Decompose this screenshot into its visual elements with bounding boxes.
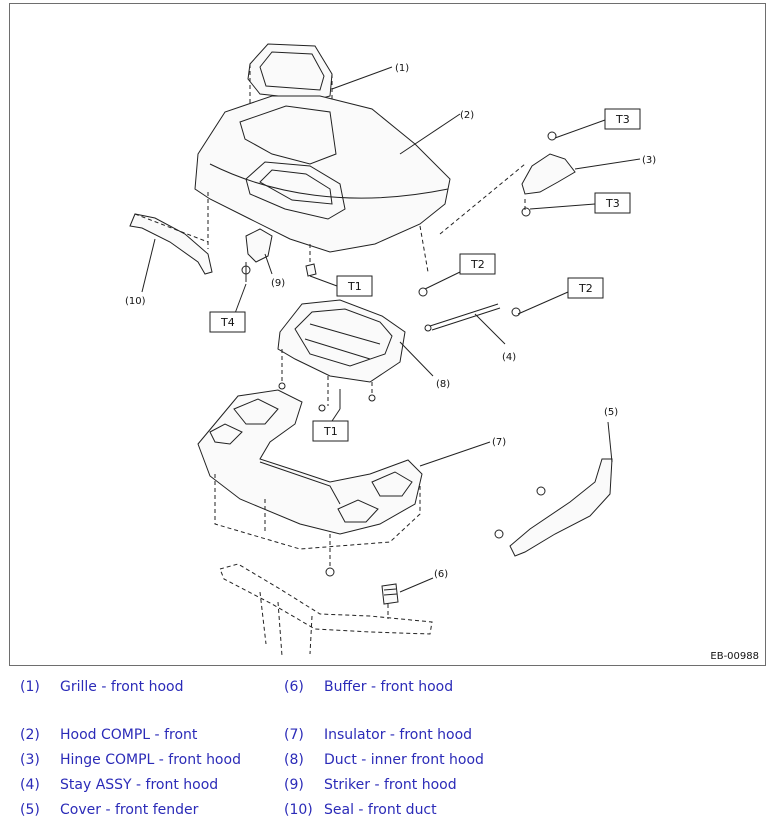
legend-item-5: (5) Cover - front fender: [20, 802, 198, 818]
torque-tag-t4: T4: [209, 311, 246, 333]
legend-num: (7): [284, 727, 304, 743]
legend-item-3: (3) Hinge COMPL - front hood: [20, 752, 241, 768]
legend-text: Cover - front fender: [60, 802, 199, 818]
torque-tag-t3-lower: T3: [594, 192, 631, 214]
legend-text: Seal - front duct: [324, 802, 437, 818]
exploded-diagram: (1) (2) (3) (4) (5) (6) (7) (8) (9) (10)…: [9, 3, 766, 666]
callout-5: (5): [604, 407, 618, 418]
svg-text:T2: T2: [578, 282, 593, 295]
torque-tag-t1-lower: T1: [312, 420, 349, 442]
seal-part: [129, 213, 213, 275]
legend-num: (6): [284, 679, 304, 695]
callout-7: (7): [492, 437, 506, 448]
legend-text: Hinge COMPL - front hood: [60, 752, 241, 768]
figure-code: EB-00988: [710, 651, 759, 662]
insulator-part: [197, 389, 423, 535]
legend-text: Grille - front hood: [60, 679, 184, 695]
legend-item-10: (10) Seal - front duct: [284, 802, 437, 818]
legend-text: Stay ASSY - front hood: [60, 777, 219, 793]
legend-num: (2): [20, 727, 40, 743]
legend-num: (3): [20, 752, 40, 768]
callout-2: (2): [460, 110, 474, 121]
legend-item-6: (6) Buffer - front hood: [284, 679, 453, 695]
legend-text: Buffer - front hood: [324, 679, 454, 695]
svg-text:T3: T3: [605, 197, 620, 210]
torque-tag-t3-upper: T3: [604, 108, 641, 130]
svg-text:T1: T1: [323, 425, 338, 438]
legend-item-8: (8) Duct - inner front hood: [284, 752, 484, 768]
callout-6: (6): [434, 569, 448, 580]
legend-item-7: (7) Insulator - front hood: [284, 727, 472, 743]
svg-text:T4: T4: [220, 316, 235, 329]
legend-num: (10): [284, 802, 313, 818]
svg-text:T3: T3: [615, 113, 630, 126]
svg-text:T2: T2: [470, 258, 485, 271]
duct-part: [277, 299, 406, 383]
legend-num: (9): [284, 777, 304, 793]
legend-num: (1): [20, 679, 40, 695]
torque-tag-t1-upper: T1: [336, 275, 373, 297]
cover-part: [494, 458, 613, 557]
torque-tag-t2-right: T2: [567, 277, 604, 299]
callout-1: (1): [395, 63, 409, 74]
striker-part: [241, 228, 273, 282]
legend-item-2: (2) Hood COMPL - front: [20, 727, 197, 743]
hinge-part: [521, 131, 576, 217]
legend-item-1: (1) Grille - front hood: [20, 679, 183, 695]
callout-4: (4): [502, 352, 516, 363]
diagram-drawing: (1) (2) (3) (4) (5) (6) (7) (8) (9) (10)…: [125, 43, 656, 657]
callout-8: (8): [436, 379, 450, 390]
legend-text: Striker - front hood: [324, 777, 457, 793]
stay-part: [418, 287, 521, 332]
callout-9: (9): [271, 278, 285, 289]
grille-part: [247, 43, 333, 101]
legend-item-9: (9) Striker - front hood: [284, 777, 457, 793]
parts-legend: (1) Grille - front hood (2) Hood COMPL - f…: [0, 672, 772, 828]
legend-num: (8): [284, 752, 304, 768]
callout-10: (10): [125, 296, 146, 307]
svg-text:T1: T1: [347, 280, 362, 293]
legend-num: (4): [20, 777, 40, 793]
legend-text: Insulator - front hood: [324, 727, 473, 743]
legend-text: Hood COMPL - front: [60, 727, 198, 743]
legend-text: Duct - inner front hood: [324, 752, 484, 768]
buffer-part: [381, 583, 399, 605]
callout-3: (3): [642, 155, 656, 166]
hood-part: [194, 95, 451, 253]
leader-lines: [141, 66, 641, 593]
frame-part: [219, 563, 433, 657]
torque-tag-t2-left: T2: [459, 253, 496, 275]
legend-item-4: (4) Stay ASSY - front hood: [20, 777, 218, 793]
legend-num: (5): [20, 802, 40, 818]
